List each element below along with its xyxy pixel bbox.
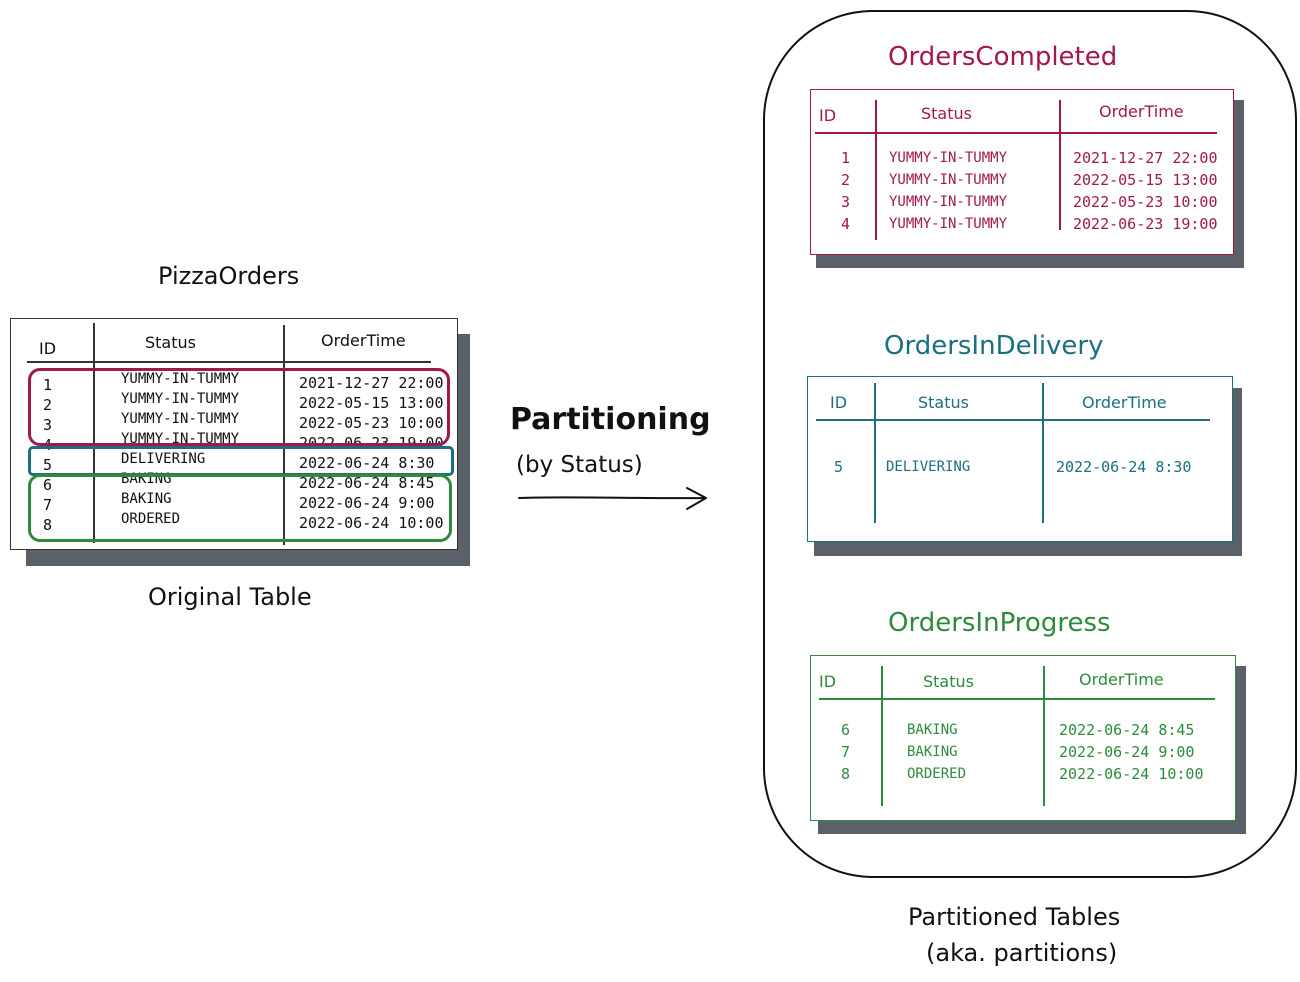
row-id: 5 <box>43 456 53 474</box>
header-divider <box>27 361 431 363</box>
row-id: 2 <box>43 396 53 414</box>
row-status: ORDERED <box>907 766 967 782</box>
header-status: Status <box>145 333 196 352</box>
row-time: 2022-06-24 8:30 <box>1056 458 1192 476</box>
row-status: YUMMY-IN-TUMMY <box>121 411 240 427</box>
row-id: 6 <box>841 721 851 739</box>
partitions-caption-line2: (aka. partitions) <box>926 939 1118 967</box>
header-id: ID <box>819 106 837 125</box>
row-time: 2021-12-27 22:00 <box>299 374 444 392</box>
header-status: Status <box>918 393 969 412</box>
row-time: 2022-06-24 10:00 <box>299 514 444 532</box>
row-status: YUMMY-IN-TUMMY <box>889 172 1008 188</box>
row-time: 2022-06-23 19:00 <box>1073 215 1218 233</box>
header-ordertime: OrderTime <box>1079 670 1164 689</box>
row-status: BAKING <box>907 744 958 760</box>
column-divider-1 <box>874 383 876 523</box>
arrow-label: Partitioning <box>510 402 711 437</box>
header-divider <box>816 419 1210 421</box>
column-divider-2 <box>1043 666 1045 806</box>
row-status: YUMMY-IN-TUMMY <box>889 194 1008 210</box>
header-ordertime: OrderTime <box>321 331 406 350</box>
row-id: 3 <box>841 193 851 211</box>
original-table-caption: Original Table <box>148 583 312 611</box>
row-id: 7 <box>841 743 851 761</box>
header-divider <box>819 698 1215 700</box>
partition-delivery-table: ID Status OrderTime 5 DELIVERING 2022-06-2… <box>807 376 1233 542</box>
column-divider-1 <box>93 323 95 543</box>
row-status: YUMMY-IN-TUMMY <box>121 391 240 407</box>
row-time: 2022-05-23 10:00 <box>299 414 444 432</box>
row-time: 2022-06-24 10:00 <box>1059 765 1204 783</box>
row-status: BAKING <box>121 491 172 507</box>
row-id: 4 <box>841 215 851 233</box>
row-status: BAKING <box>907 722 958 738</box>
group-completed-highlight <box>28 368 450 446</box>
row-time: 2022-06-24 8:30 <box>299 454 435 472</box>
header-id: ID <box>830 393 848 412</box>
partition-completed-title: OrdersCompleted <box>888 42 1118 72</box>
row-status: DELIVERING <box>121 451 206 467</box>
row-status: DELIVERING <box>886 459 971 475</box>
column-divider-1 <box>881 666 883 806</box>
header-id: ID <box>39 339 57 358</box>
original-table-title: PizzaOrders <box>158 262 300 290</box>
row-time: 2022-06-24 9:00 <box>1059 743 1195 761</box>
header-id: ID <box>819 672 837 691</box>
column-divider-2 <box>1042 383 1044 523</box>
row-time: 2022-05-23 10:00 <box>1073 193 1218 211</box>
row-time: 2022-06-24 9:00 <box>299 494 435 512</box>
partitions-container <box>763 10 1297 878</box>
row-status: YUMMY-IN-TUMMY <box>121 371 240 387</box>
row-id: 2 <box>841 171 851 189</box>
arrow-icon <box>518 487 707 510</box>
row-id: 8 <box>43 516 53 534</box>
row-id: 6 <box>43 476 53 494</box>
header-status: Status <box>923 672 974 691</box>
header-status: Status <box>921 104 972 123</box>
row-time: 2021-12-27 22:00 <box>1073 149 1218 167</box>
row-status: YUMMY-IN-TUMMY <box>889 216 1008 232</box>
partition-progress-title: OrdersInProgress <box>888 608 1111 638</box>
column-divider-2 <box>283 325 285 545</box>
group-progress-highlight <box>28 474 452 542</box>
row-time: 2022-05-15 13:00 <box>299 394 444 412</box>
row-id: 7 <box>43 496 53 514</box>
header-ordertime: OrderTime <box>1099 102 1184 121</box>
partitions-caption-line1: Partitioned Tables <box>908 903 1121 931</box>
header-ordertime: OrderTime <box>1082 393 1167 412</box>
partition-delivery-title: OrdersInDelivery <box>884 331 1104 361</box>
row-id: 1 <box>841 149 851 167</box>
row-id: 3 <box>43 416 53 434</box>
row-id: 1 <box>43 376 53 394</box>
column-divider-1 <box>875 100 877 240</box>
row-status: ORDERED <box>121 511 181 527</box>
row-time: 2022-06-24 8:45 <box>299 474 435 492</box>
row-time: 2022-06-24 8:45 <box>1059 721 1195 739</box>
row-id: 5 <box>834 458 844 476</box>
row-status: YUMMY-IN-TUMMY <box>889 150 1008 166</box>
column-divider-2 <box>1059 100 1061 230</box>
row-time: 2022-05-15 13:00 <box>1073 171 1218 189</box>
header-divider <box>815 132 1217 134</box>
arrow-sublabel: (by Status) <box>516 452 643 478</box>
row-id: 8 <box>841 765 851 783</box>
group-delivery-highlight <box>28 446 454 476</box>
